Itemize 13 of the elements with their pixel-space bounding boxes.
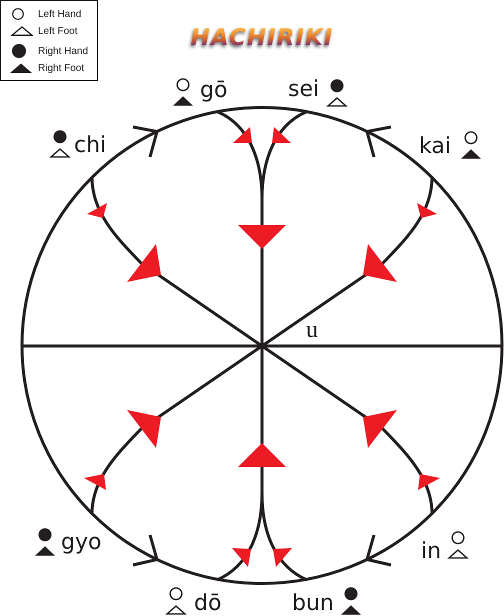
direction-label: chi xyxy=(74,134,106,158)
legend-label: Left Hand xyxy=(38,8,82,20)
direction-label: dō xyxy=(194,593,222,616)
direction-label: kai xyxy=(419,135,451,160)
legend-label: Right Foot xyxy=(38,62,84,74)
legend-label: Left Foot xyxy=(38,26,78,38)
axis-symbol-label: u xyxy=(306,320,318,340)
direction-label: in xyxy=(421,540,442,564)
direction-label: gō xyxy=(200,79,228,104)
legend-label: Right Hand xyxy=(38,46,88,58)
direction-label: sei xyxy=(288,78,320,102)
direction-label: gyo xyxy=(61,531,102,556)
direction-label: bun xyxy=(292,593,334,616)
